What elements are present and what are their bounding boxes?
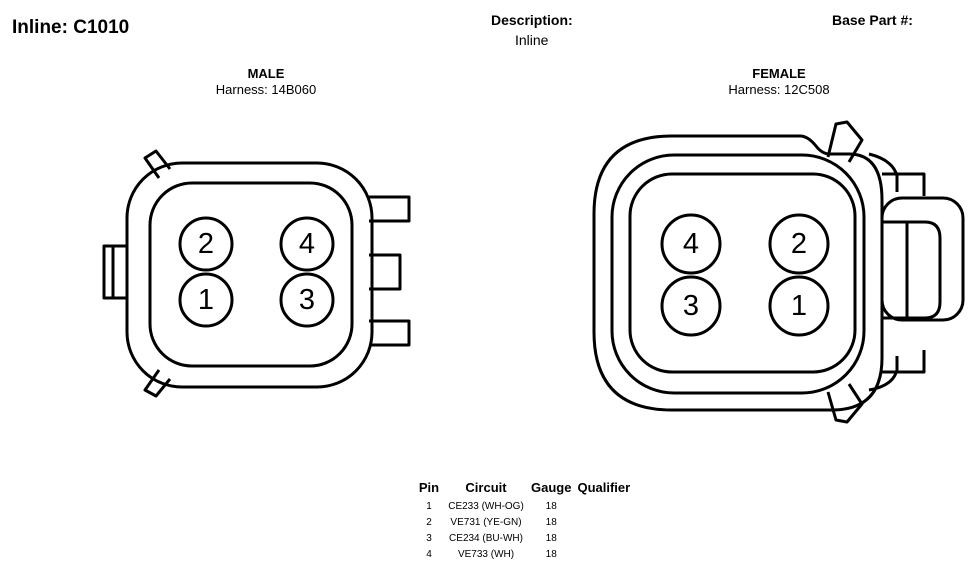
female-bottom-lock-arm <box>826 383 864 424</box>
circuit-cell: CE233 (WH-OG) <box>448 500 524 512</box>
female-inner-cavity <box>628 172 857 374</box>
male-left-latch <box>102 244 127 300</box>
male-right-rib-top <box>369 195 411 223</box>
table-row: 4 VE733 (WH) 18 <box>414 546 633 562</box>
female-pin-circle <box>768 213 830 275</box>
qualifier-cell <box>574 546 633 562</box>
pin-cell: 3 <box>426 532 432 544</box>
female-outer-housing <box>592 134 884 412</box>
female-connector-drawing <box>592 120 965 424</box>
gauge-cell: 18 <box>545 532 557 544</box>
male-pin-number: 1 <box>198 284 214 316</box>
male-right-rib-mid <box>369 253 402 291</box>
male-bottom-tab <box>143 369 172 398</box>
female-right-latch <box>880 196 965 322</box>
pin-cell: 2 <box>426 516 432 528</box>
table-row: 2 VE731 (YE-GN) 18 <box>414 514 633 530</box>
connector-title: Inline: C1010 <box>12 17 130 38</box>
male-pin-number: 2 <box>198 228 214 260</box>
gauge-cell: 18 <box>545 548 557 560</box>
female-right-rib-bottom <box>868 356 899 392</box>
female-pin-number: 4 <box>683 228 699 260</box>
circuit-cell: VE731 (YE-GN) <box>450 516 522 528</box>
pin-table: Pin Circuit Gauge Qualifier 1 CE233 (WH-… <box>414 478 633 562</box>
female-label: FEMALE <box>752 66 806 81</box>
female-pin-number: 1 <box>791 290 807 322</box>
male-label: MALE <box>247 66 285 81</box>
female-pin-circles <box>660 213 830 337</box>
qualifier-cell <box>574 498 633 514</box>
pin-table-header-row: Pin Circuit Gauge Qualifier <box>414 478 633 498</box>
female-pin-circle <box>660 213 722 275</box>
male-harness: Harness: 14B060 <box>215 82 317 97</box>
male-outer-housing <box>125 161 374 389</box>
gauge-column-header: Gauge <box>531 480 572 495</box>
male-inner-cavity <box>148 181 354 368</box>
female-pin-circle <box>660 275 722 337</box>
male-top-tab <box>143 149 172 179</box>
table-row: 1 CE233 (WH-OG) 18 <box>414 498 633 514</box>
pin-cell: 1 <box>426 500 432 512</box>
pin-cell: 4 <box>426 548 432 560</box>
gauge-cell: 18 <box>545 500 557 512</box>
male-view-heading: MALE Harness: 14B060 <box>166 66 366 98</box>
male-pin-circle <box>279 272 335 328</box>
male-right-rib-bottom <box>369 319 411 347</box>
female-pin-circle <box>768 275 830 337</box>
gauge-cell: 18 <box>545 516 557 528</box>
male-pin-circle <box>279 216 335 272</box>
male-pin-number: 3 <box>299 284 315 316</box>
female-pin-number: 3 <box>683 290 699 322</box>
male-pin-number: 4 <box>299 228 315 260</box>
male-pin-circle <box>178 216 234 272</box>
female-harness: Harness: 12C508 <box>728 82 830 97</box>
circuit-cell: CE234 (BU-WH) <box>449 532 523 544</box>
female-right-rib-top <box>868 152 899 192</box>
male-pin-circles <box>178 216 335 328</box>
qualifier-cell <box>574 514 633 530</box>
female-middle-wall <box>610 153 866 395</box>
qualifier-cell <box>574 530 633 546</box>
qualifier-column-header: Qualifier <box>577 480 631 495</box>
female-view-heading: FEMALE Harness: 12C508 <box>679 66 879 98</box>
male-pin-circle <box>178 272 234 328</box>
female-pin-number: 2 <box>791 228 807 260</box>
description-value: Inline <box>515 32 549 48</box>
base-part-label: Base Part #: <box>832 12 913 28</box>
description-label: Description: <box>491 12 573 28</box>
male-connector-drawing <box>102 149 411 398</box>
pin-column-header: Pin <box>418 480 440 495</box>
table-row: 3 CE234 (BU-WH) 18 <box>414 530 633 546</box>
female-top-lock-arm <box>826 120 864 163</box>
circuit-column-header: Circuit <box>465 480 507 495</box>
circuit-cell: VE733 (WH) <box>457 548 515 560</box>
